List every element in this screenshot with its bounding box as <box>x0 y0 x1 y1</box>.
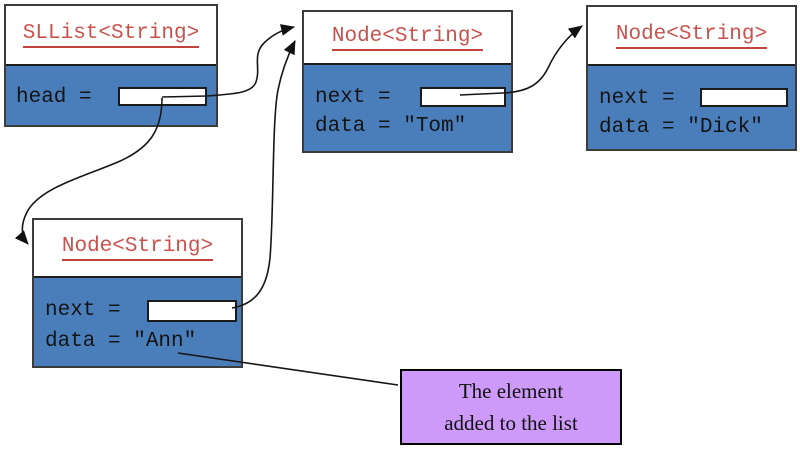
dick-next-pointer-box <box>700 88 788 107</box>
ann-next-label: next = <box>45 299 134 322</box>
node-dick-title: Node<String> <box>615 23 768 49</box>
sllist-box: SLList<String> head = <box>4 4 218 127</box>
ann-next-pointer-box <box>147 300 237 322</box>
callout-box: The element added to the list <box>400 369 622 445</box>
node-ann-box: Node<String> next = data = "Ann" <box>32 218 243 368</box>
node-tom-box: Node<String> next = data = "Tom" <box>302 10 513 153</box>
tom-next-pointer-box <box>420 87 506 107</box>
head-field-label: head = <box>16 86 105 109</box>
callout-line1: The element <box>458 379 564 403</box>
node-ann-header: Node<String> <box>34 220 241 278</box>
node-tom-header: Node<String> <box>304 12 511 65</box>
callout-line2: added to the list <box>444 411 578 435</box>
dick-next-label: next = <box>599 87 688 110</box>
dick-data-label: data = "Dick" <box>599 116 763 139</box>
tom-data-label: data = "Tom" <box>315 115 467 138</box>
tom-next-label: next = <box>315 86 404 109</box>
head-pointer-box <box>118 87 207 106</box>
node-dick-box: Node<String> next = data = "Dick" <box>586 5 797 151</box>
ann-data-label: data = "Ann" <box>45 330 197 353</box>
node-tom-title: Node<String> <box>331 25 484 51</box>
sllist-header: SLList<String> <box>6 6 216 66</box>
node-dick-header: Node<String> <box>588 7 795 66</box>
node-ann-title: Node<String> <box>61 235 214 261</box>
sllist-title: SLList<String> <box>22 22 200 48</box>
